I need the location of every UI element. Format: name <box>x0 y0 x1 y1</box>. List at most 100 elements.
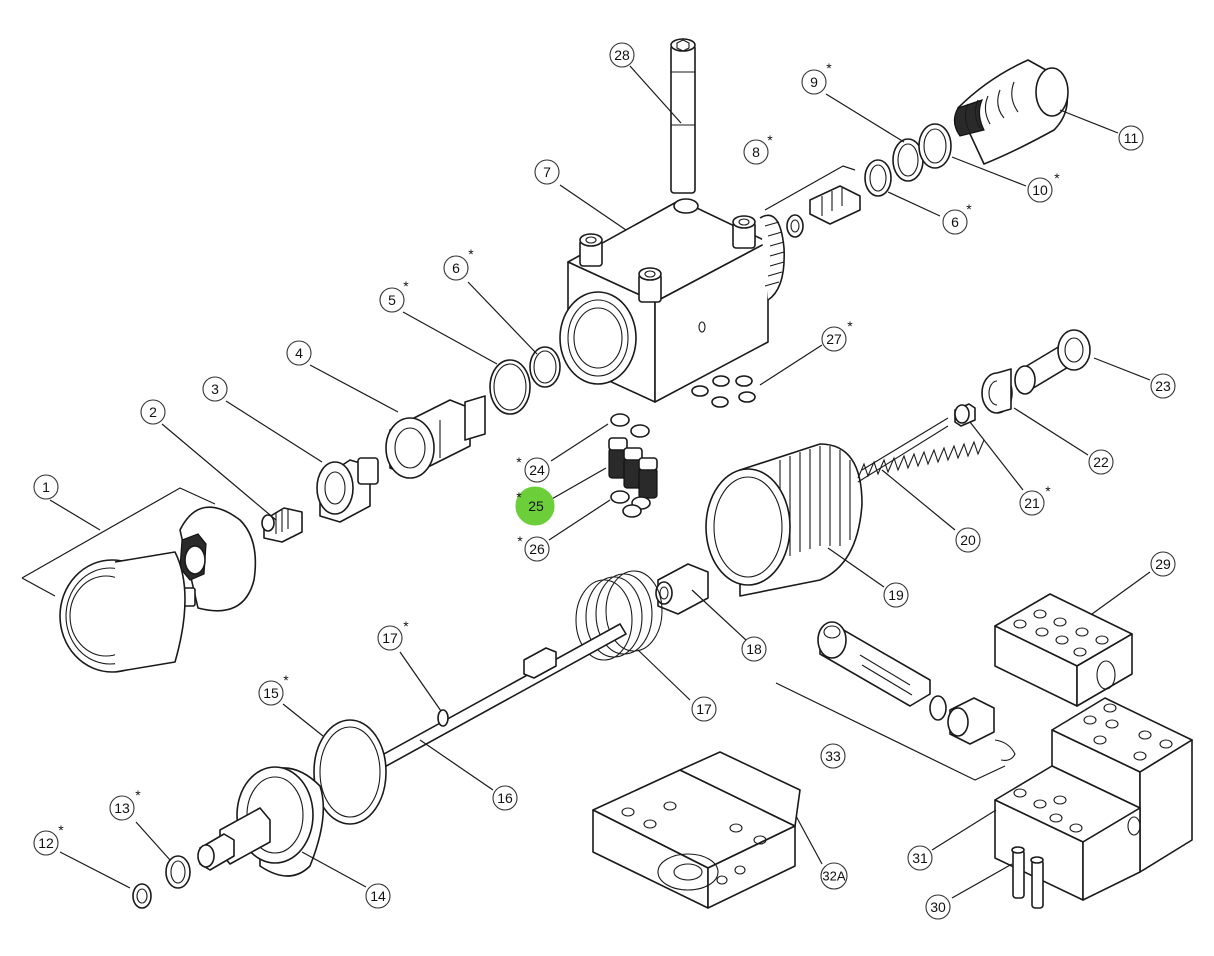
part-3-retainer[interactable] <box>316 457 379 523</box>
callout-label: 28 <box>614 47 630 63</box>
callout-label: 23 <box>1155 378 1171 394</box>
callout-25[interactable]: 24* <box>516 454 550 483</box>
callout-label: 21 <box>1024 495 1040 511</box>
part-8-fitting[interactable] <box>764 165 861 238</box>
callout-32[interactable]: 31 <box>907 845 933 871</box>
callout-label: 7 <box>543 164 551 180</box>
part-28-orings[interactable] <box>691 375 756 408</box>
callout-label: 30 <box>930 899 946 915</box>
star-mark: * <box>283 672 289 688</box>
callout-11[interactable]: 11 <box>1118 125 1144 151</box>
part-11-valve-cartridge[interactable] <box>953 59 1069 165</box>
callout-label: 12 <box>38 835 54 851</box>
callout-15[interactable]: 15* <box>258 672 289 706</box>
callout-19[interactable]: 18 <box>741 636 767 662</box>
callout-label: 14 <box>370 888 386 904</box>
callout-6-left[interactable]: 6* <box>443 246 474 281</box>
callout-label: 16 <box>497 790 513 806</box>
part-26-plugs[interactable] <box>608 437 658 499</box>
callout-21[interactable]: 20 <box>955 527 981 553</box>
part-31-pins[interactable] <box>1011 846 1044 909</box>
callout-24[interactable]: 23 <box>1150 373 1176 399</box>
callout-label: 17 <box>382 630 398 646</box>
callout-28[interactable]: 27* <box>821 318 853 352</box>
callout-22[interactable]: 21 * <box>1019 483 1051 516</box>
part-18-coil-spring[interactable] <box>575 570 663 661</box>
part-2-tip[interactable] <box>261 507 303 543</box>
part-13-washer[interactable] <box>165 855 191 889</box>
part-32a-base-block[interactable] <box>592 751 801 909</box>
callout-18[interactable]: 17 <box>691 696 717 722</box>
callout-4[interactable]: 4 <box>286 340 312 366</box>
callout-14[interactable]: 14 <box>365 883 391 909</box>
callout-20[interactable]: 19 <box>883 582 909 608</box>
part-22-seat[interactable] <box>954 403 976 427</box>
callout-1[interactable]: 1 <box>33 474 59 500</box>
callout-16[interactable]: 16 <box>492 785 518 811</box>
part-12-washer[interactable] <box>132 883 152 909</box>
part-9-oring[interactable] <box>892 138 924 182</box>
star-mark: * <box>403 618 409 634</box>
callout-29[interactable]: 28 <box>609 42 635 68</box>
callout-label: 9 <box>810 74 818 90</box>
callout-33[interactable]: 33 <box>820 743 846 769</box>
part-24-piston[interactable] <box>1014 329 1091 395</box>
part-1-air-cap[interactable] <box>21 487 257 673</box>
star-mark: * <box>1045 483 1051 499</box>
callout-label: 6 <box>452 260 460 276</box>
callout-32a[interactable]: 32A <box>820 862 848 890</box>
part-5-oring[interactable] <box>489 359 531 415</box>
callout-13[interactable]: 13* <box>109 787 141 821</box>
part-21-spring[interactable] <box>857 417 985 483</box>
callout-27[interactable]: 26* <box>517 533 550 562</box>
callout-label: 17 <box>696 701 712 717</box>
callout-12[interactable]: 12* <box>33 822 64 856</box>
part-19-spacer[interactable] <box>655 563 709 615</box>
part-20-nut[interactable] <box>705 443 863 597</box>
callout-label: 31 <box>912 850 928 866</box>
star-mark: * <box>517 533 523 549</box>
callout-label: 13 <box>114 800 130 816</box>
callout-31[interactable]: 30 <box>925 894 951 920</box>
part-23-bushing[interactable] <box>981 368 1013 414</box>
callout-2[interactable]: 2 <box>140 399 166 425</box>
callout-10[interactable]: 10* <box>1027 170 1060 203</box>
part-7-manifold-body[interactable] <box>559 198 785 403</box>
part-30-block[interactable] <box>994 593 1133 707</box>
part-6-oring-left[interactable] <box>529 346 561 388</box>
star-mark: * <box>516 489 522 505</box>
part-29-cap-screw[interactable] <box>670 38 696 194</box>
callout-label: 1 <box>42 479 50 495</box>
callout-23[interactable]: 22 <box>1088 449 1114 475</box>
callout-label: 20 <box>960 532 976 548</box>
callout-26-highlighted[interactable]: 25* <box>515 486 555 526</box>
part-32-stepped-block[interactable] <box>994 697 1193 901</box>
callout-label: 19 <box>888 587 904 603</box>
part-14-piston[interactable] <box>197 766 325 877</box>
callout-6-right[interactable]: 6* <box>942 201 972 235</box>
star-mark: * <box>966 201 972 217</box>
part-15-diaphragm[interactable] <box>313 719 387 825</box>
callout-9[interactable]: 9* <box>801 60 832 95</box>
part-10-oring[interactable] <box>918 123 952 169</box>
callout-17[interactable]: 17 * <box>377 618 409 651</box>
callout-8[interactable]: 8* <box>743 132 773 165</box>
star-mark: * <box>403 278 409 294</box>
part-25-orings[interactable] <box>610 413 650 438</box>
star-mark: * <box>58 822 64 838</box>
callout-30[interactable]: 29 <box>1150 551 1176 577</box>
callout-3[interactable]: 3 <box>202 376 228 402</box>
callout-5[interactable]: 5* <box>379 278 409 313</box>
part-6-oring-right[interactable] <box>864 159 892 197</box>
star-mark: * <box>847 318 853 334</box>
callout-7[interactable]: 7 <box>534 159 560 185</box>
part-27-orings[interactable] <box>610 490 651 518</box>
part-33-valve-stem-kit[interactable] <box>775 621 1016 781</box>
part-17-oring[interactable] <box>437 709 449 727</box>
part-4-fitting[interactable] <box>385 395 486 479</box>
callout-label: 11 <box>1124 130 1139 146</box>
callout-label: 29 <box>1155 556 1171 572</box>
star-mark: * <box>767 132 773 148</box>
star-mark: * <box>468 246 474 262</box>
callout-label: 8 <box>752 144 760 160</box>
